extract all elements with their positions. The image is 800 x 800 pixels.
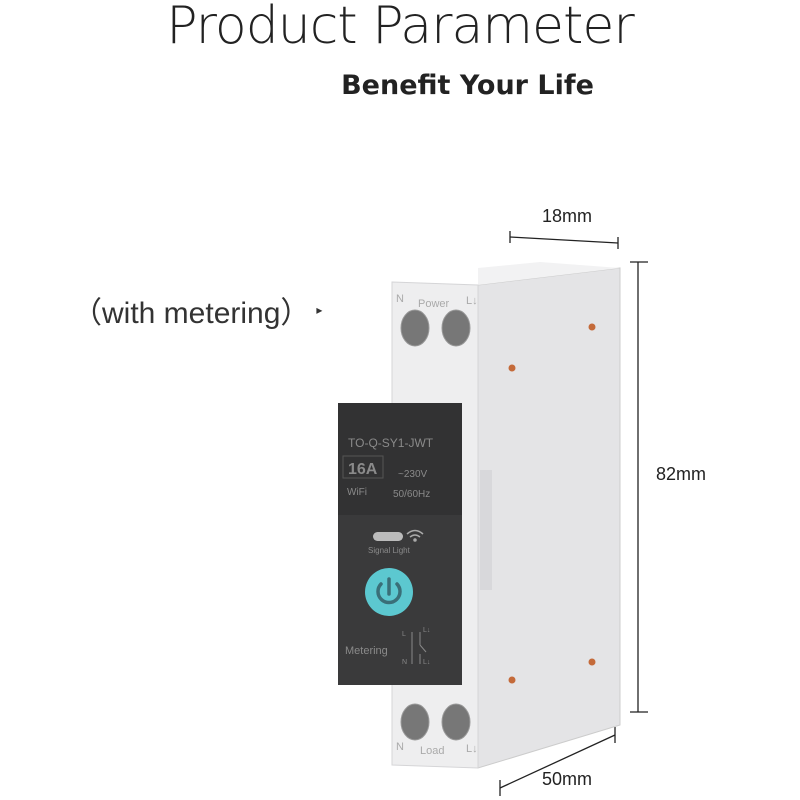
terminal-l-label: L↓ [466,743,478,755]
metering-note: （with metering） [72,297,311,330]
signal-light [373,532,403,541]
width-dimension: 18mm [542,206,593,226]
page-title: Product Parameter [166,0,635,56]
page-subtitle: Benefit Your Life [341,70,594,101]
frequency-label: 50/60Hz [393,489,430,500]
arrow-right-icon: ▸ [316,303,323,317]
terminal-n-label: N [396,293,404,305]
terminal-holes [400,309,471,741]
switch-diagram: L L↓ N L↓ [402,627,430,666]
terminal-l-label: L↓ [466,295,478,307]
switch-label: L↓ [423,627,430,634]
depth-dimension: 50mm [542,769,593,789]
switch-label: L↓ [423,659,430,666]
power-icon [376,577,402,605]
wifi-label: WiFi [347,487,367,498]
switch-label: N [402,659,407,666]
wifi-icon [406,529,424,542]
switch-label: L [402,631,406,638]
power-terminal-label: Power [418,298,450,310]
model-label: TO-Q-SY1-JWT [348,436,434,450]
height-dimension: 82mm [656,464,707,484]
metering-label: Metering [345,645,388,657]
metering-note-row: （with metering） ▸ [72,288,322,332]
terminal-n-label: N [396,741,404,753]
load-terminal-label: Load [420,745,444,757]
dimension-lines [499,231,648,796]
voltage-rating: ~230V [398,469,428,480]
power-button[interactable] [365,568,413,616]
current-rating: 16A [348,461,378,478]
signal-light-label: Signal Light [368,546,411,555]
